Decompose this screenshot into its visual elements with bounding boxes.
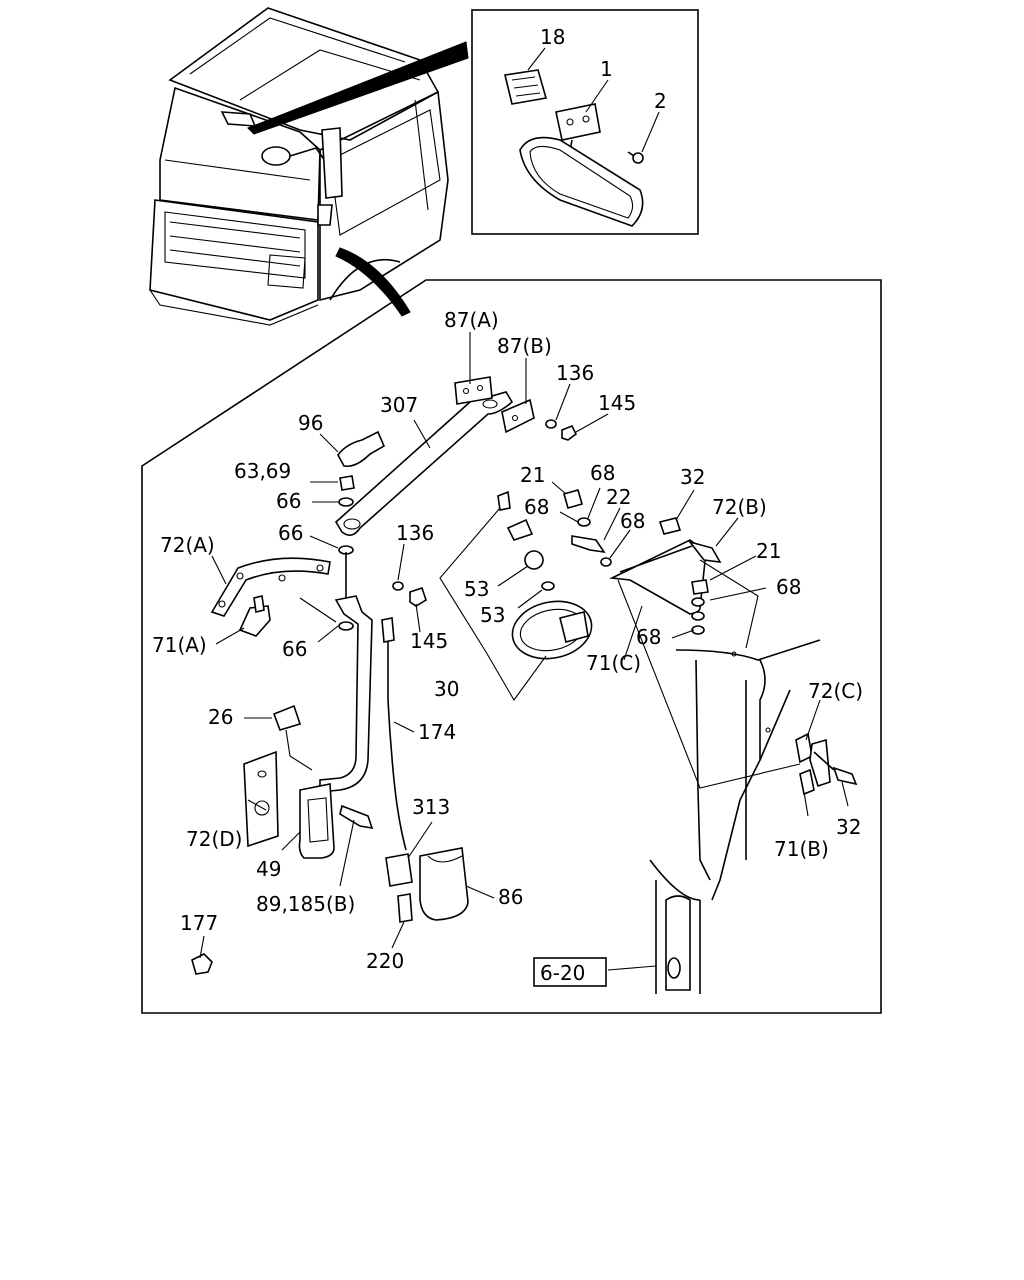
part-number-label: 32 [680,465,705,489]
truck-cab-illustration [149,7,449,326]
part-number-label: 30 [434,677,459,701]
part-number-label: 21 [520,463,545,487]
right-stay-assembly [609,517,858,994]
part-number-label: 26 [208,705,233,729]
part-number-label: 68 [620,509,645,533]
part-number-label: 136 [556,361,594,385]
part-number-label: 86 [498,885,523,909]
part-number-label: 32 [836,815,861,839]
part-number-label: 89,185(B) [256,892,355,916]
part-number-label: 72(D) [186,827,242,851]
part-number-label: 72(C) [808,679,863,703]
part-number-label: 49 [256,857,281,881]
part-number-label: 177 [180,911,218,935]
part-number-label: 66 [276,489,301,513]
part-number-label: 145 [598,391,636,415]
part-number-label: 136 [396,521,434,545]
inset-labels: 18 1 2 [540,25,667,113]
part-number-label: 68 [776,575,801,599]
detail-frame [141,279,882,1014]
callout-labels: 87(A) 87(B) 136 145 307 96 63,69 66 66 7… [152,308,863,973]
part-number-label: 87(A) [444,308,499,332]
part-number-label: 87(B) [497,334,552,358]
part-number-label: 145 [410,629,448,653]
part-number-label: 63,69 [234,459,291,483]
leader-lines [199,332,849,971]
center-mirror-assembly [497,489,612,660]
part-number-label: 1 [600,57,613,81]
part-number-label: 68 [590,461,615,485]
part-number-label: 18 [540,25,565,49]
part-number-label: 72(A) [160,533,215,557]
part-number-label: 22 [606,485,631,509]
part-number-label: 220 [366,949,404,973]
part-number-label: 96 [298,411,323,435]
part-number-label: 71(B) [774,837,829,861]
detail-pointer [335,247,411,317]
part-number-label: 307 [380,393,418,417]
part-number-label: 66 [278,521,303,545]
part-number-label: 313 [412,795,450,819]
part-number-label: 72(B) [712,495,767,519]
reference-box: 6-20 [533,957,607,987]
part-number-label: 53 [480,603,505,627]
inset-frame [471,9,699,235]
part-number-label: 53 [464,577,489,601]
left-mirror-assembly [191,376,578,975]
part-number-label: 174 [418,720,456,744]
reference-label: 6-20 [540,961,585,985]
part-number-label: 2 [654,89,667,113]
part-number-label: 68 [636,625,661,649]
part-number-label: 66 [282,637,307,661]
part-number-label: 21 [756,539,781,563]
inset-pointer [247,41,469,135]
part-number-label: 71(C) [586,651,641,675]
part-number-label: 68 [524,495,549,519]
part-number-label: 71(A) [152,633,207,657]
